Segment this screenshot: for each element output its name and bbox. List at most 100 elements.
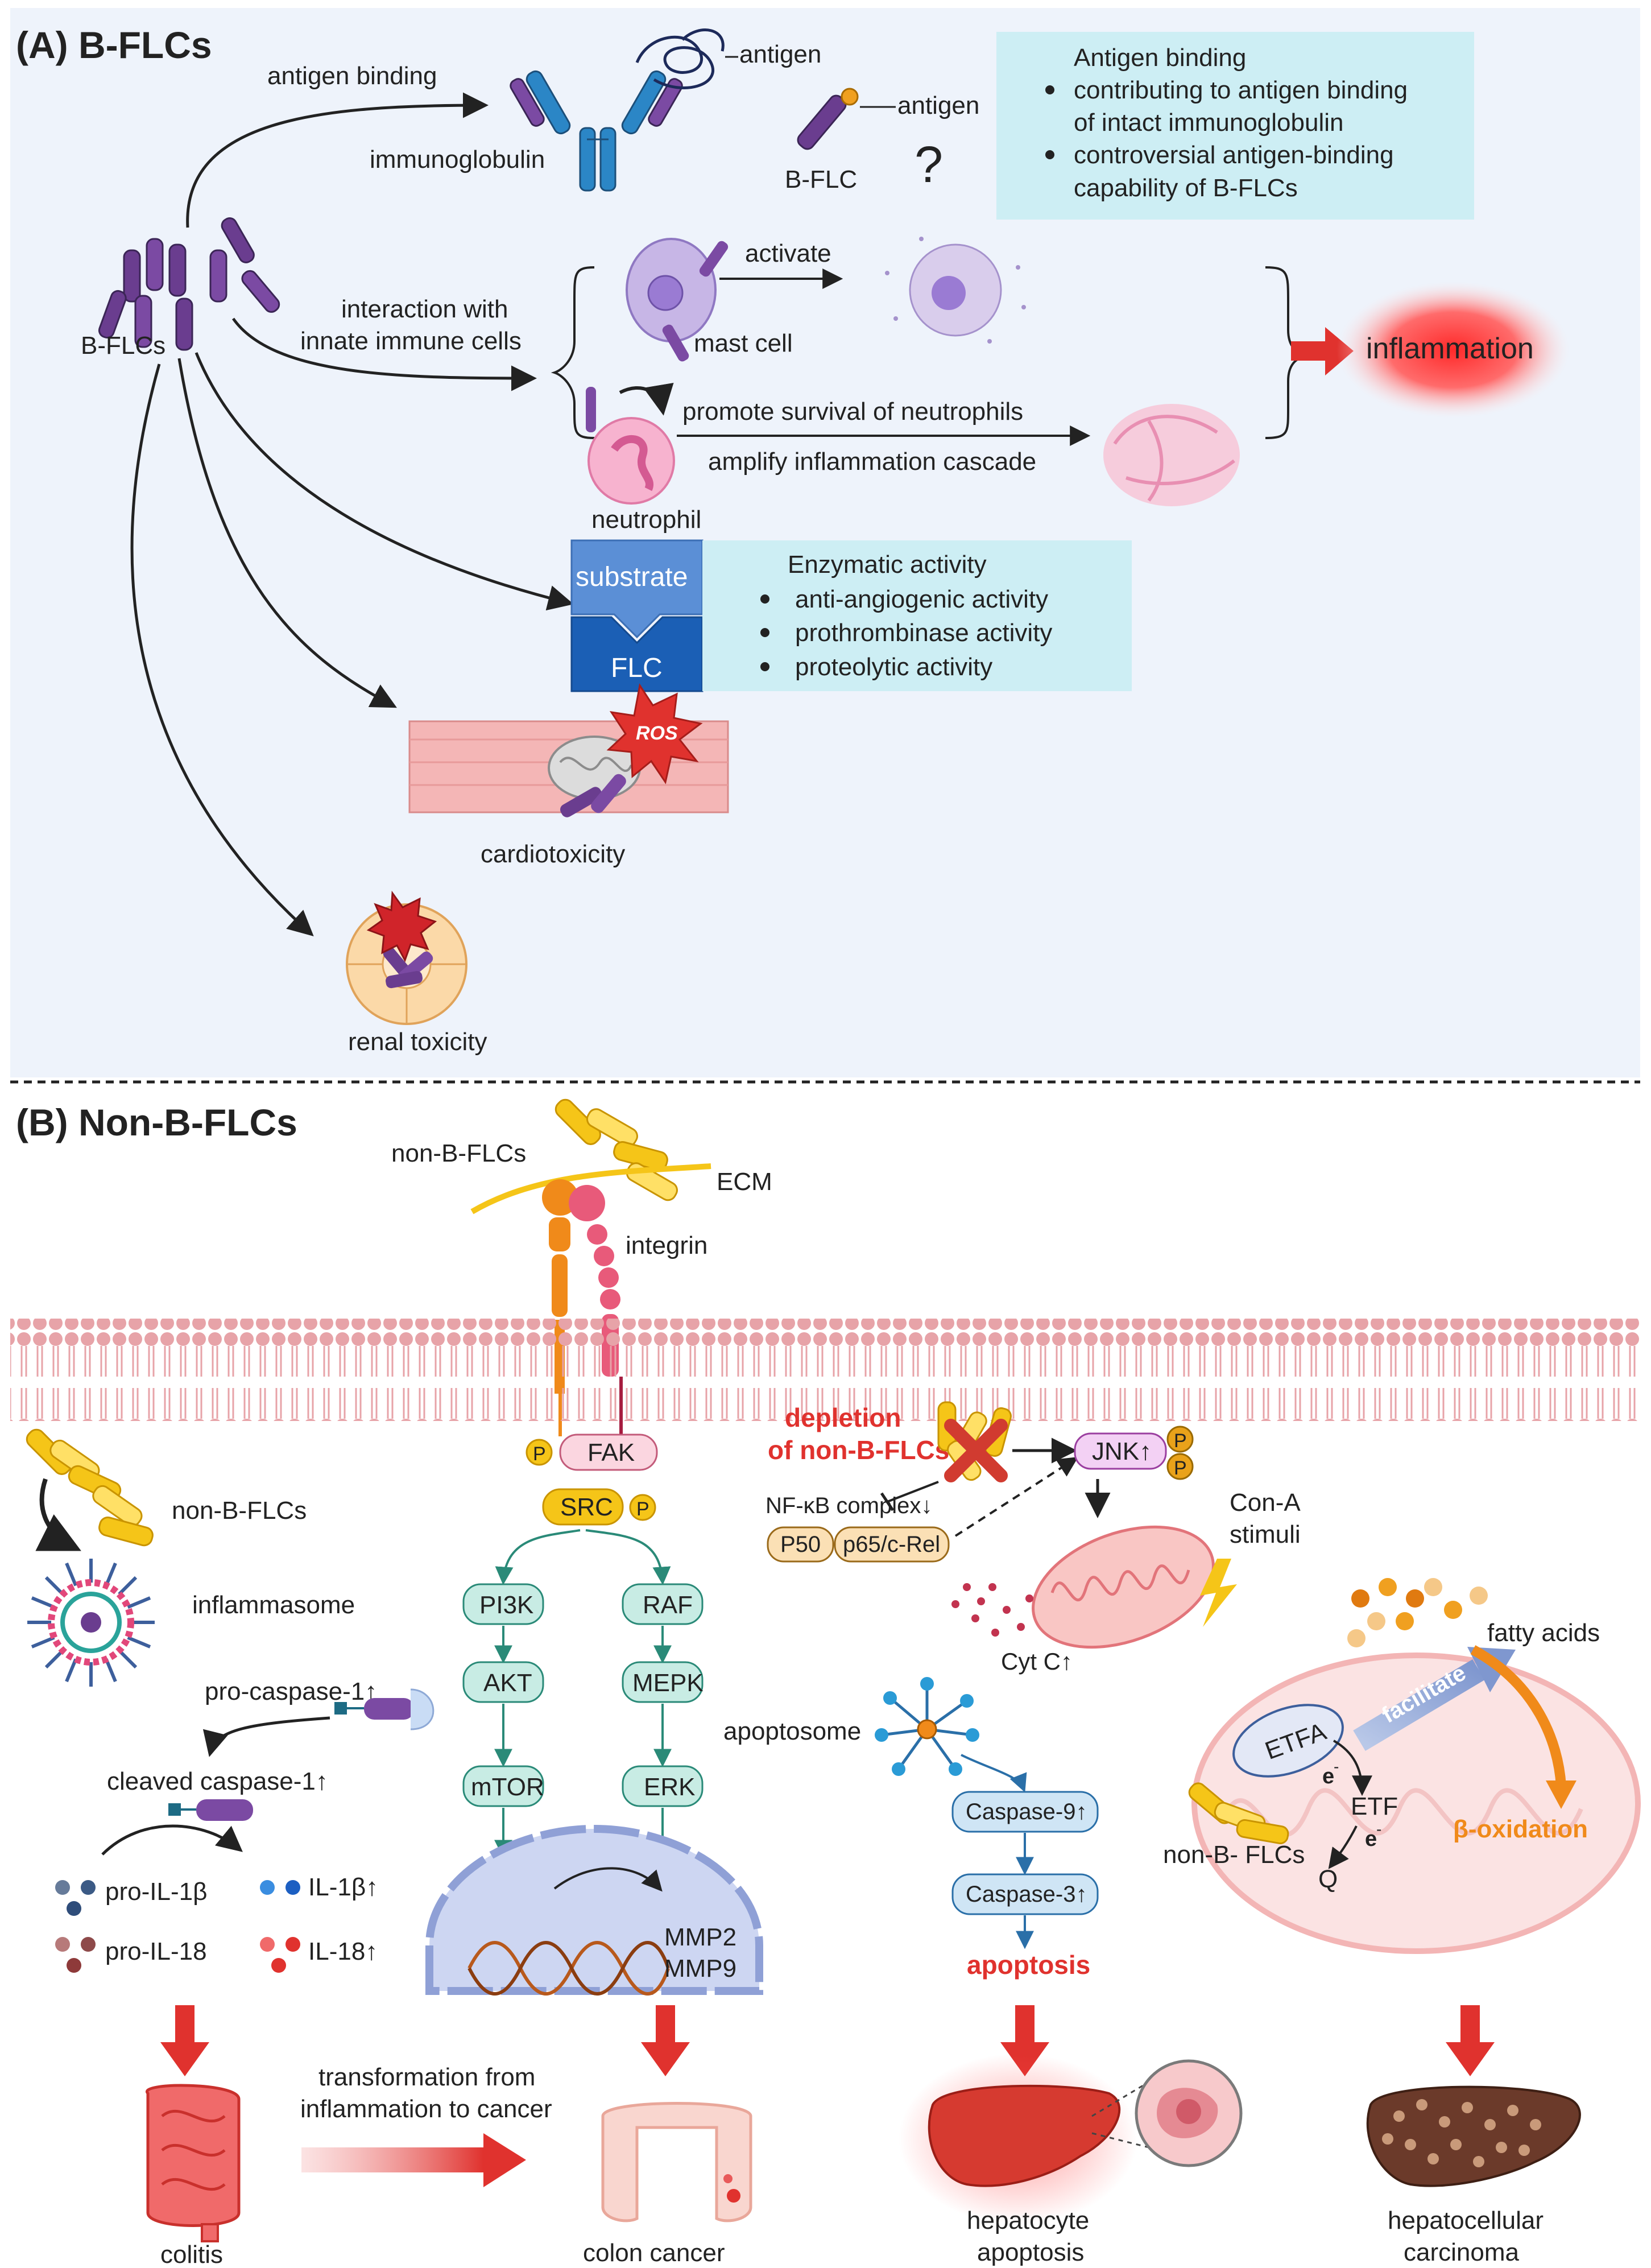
nonbflcs-right-label: non-B- FLCs (1163, 1841, 1305, 1869)
immunoglobulin-icon (510, 70, 683, 192)
mast-cell-icon (626, 238, 729, 362)
renal-toxicity-label: renal toxicity (348, 1028, 487, 1056)
apoptosome-icon (875, 1677, 979, 1776)
substrate-label: substrate (576, 562, 688, 592)
beta-ox-arrow-body (1470, 1645, 1566, 1787)
transformation-line2: inflammation to cancer (300, 2095, 552, 2123)
e-sup-2: - (1376, 1820, 1381, 1838)
antigen-box-bullet1-line1: contributing to antigen binding (1074, 76, 1408, 104)
transformation-line1: transformation from (318, 2063, 535, 2091)
cleaved-caspase-icon (168, 1799, 253, 1821)
transformation-arrow (301, 2133, 526, 2187)
cell-membrane (10, 1319, 1640, 1421)
nonbflc-left-cluster (26, 1428, 154, 1547)
arrow-src-pi3k (495, 1529, 581, 1585)
jnk-p-label-2: P (1174, 1457, 1187, 1479)
mtor-label: mTOR (471, 1773, 544, 1801)
cardiotoxicity-label: cardiotoxicity (481, 840, 625, 868)
caspase9-node (951, 1791, 1099, 1833)
fak-label: FAK (587, 1439, 635, 1466)
panel-a-title: (A) B-FLCs (16, 24, 212, 66)
erk-node (622, 1765, 704, 1807)
arrow-etfa-etf (1333, 1740, 1372, 1796)
left-brace (551, 266, 595, 439)
colon-cancer-label: colon cancer (583, 2239, 725, 2267)
cona-line2: stimuli (1230, 1521, 1301, 1548)
e-label-2: e (1365, 1827, 1377, 1851)
antigen-box-title: Antigen binding (1074, 44, 1246, 72)
caspase3-node (951, 1873, 1099, 1915)
cona-line1: Con-A (1230, 1489, 1301, 1517)
depletion-line1: depletion (785, 1403, 901, 1432)
neutrophil-label: neutrophil (591, 506, 701, 534)
enzymatic-item3: proteolytic activity (795, 653, 992, 681)
pi3k-label: PI3K (479, 1591, 533, 1619)
enzymatic-item2: prothrombinase activity (795, 619, 1052, 647)
red-down-arrow-hcc (1446, 2005, 1495, 2076)
il18-dots (260, 1937, 300, 1973)
enzymatic-info-box (702, 540, 1132, 691)
inflamed-intestine-icon (146, 2084, 241, 2242)
pi3k-node (462, 1583, 544, 1625)
src-p-badge (629, 1494, 656, 1521)
mmp9-label: MMP9 (664, 1955, 736, 1982)
bflc-cluster (98, 217, 280, 351)
il1b-dots (260, 1880, 300, 1895)
jnk-p-badge-2 (1166, 1453, 1194, 1480)
apoptosome-label: apoptosome (723, 1717, 861, 1745)
pro-caspase-label: pro-caspase-1↑ (205, 1678, 377, 1705)
arrow-apoptosome-caspase9 (961, 1754, 1027, 1792)
curved-arrow-to-neutrophil (619, 382, 674, 416)
colitis-label: colitis (160, 2241, 223, 2268)
inflammation-label: inflammation (1366, 332, 1534, 365)
hep-apop-line1: hepatocyte (967, 2207, 1089, 2234)
mmp2-label: MMP2 (664, 1923, 736, 1951)
mepk-node (622, 1661, 704, 1703)
caspase9-label: Caspase-9↑ (966, 1799, 1087, 1824)
bflc-single-icon (797, 88, 859, 150)
fatty-acid-dots (1347, 1578, 1488, 1647)
promote-label: promote survival of neutrophils (682, 398, 1023, 425)
src-p-label: P (636, 1498, 649, 1520)
inflammasome-label: inflammasome (192, 1591, 355, 1619)
arrow-etf-q (1328, 1825, 1358, 1869)
ros-label: ROS (636, 722, 678, 744)
jnk-node (1074, 1432, 1167, 1470)
akt-node (462, 1661, 544, 1703)
inhibit-line (887, 1481, 939, 1503)
etf-label: ETF (1351, 1792, 1398, 1820)
cyt-c-dots (951, 1583, 1033, 1637)
facilitate-arrow-body (1353, 1659, 1485, 1751)
erk-label: ERK (644, 1773, 695, 1801)
fatty-acids-label: fatty acids (1487, 1619, 1600, 1647)
neutrophil-icon (587, 417, 675, 505)
interaction-line2: innate immune cells (300, 327, 522, 355)
fak-node (559, 1433, 658, 1471)
cross-icon (944, 1419, 1008, 1482)
pro-il1b-label: pro-IL-1β (105, 1878, 207, 1906)
hepatocyte-zoom-icon (1135, 2059, 1243, 2167)
net-icon (1103, 404, 1240, 506)
antigen-icon (635, 28, 725, 89)
p50-label: P50 (780, 1532, 821, 1557)
beta-ox-arrow-head (1546, 1780, 1576, 1809)
p50-node (767, 1526, 834, 1563)
jnk-p-label-1: P (1174, 1430, 1187, 1452)
pro-il18-dots (55, 1937, 96, 1973)
arrow-src-raf (585, 1529, 671, 1585)
cardiomyocyte-icon (408, 720, 729, 817)
e-label-1: e (1322, 1765, 1334, 1788)
src-node (542, 1488, 624, 1526)
hcc-line2: carcinoma (1404, 2238, 1519, 2266)
renal-tubule-icon (346, 903, 467, 1025)
beta-ox-label: β-oxidation (1453, 1815, 1588, 1843)
enzymatic-item1: anti-angiogenic activity (795, 585, 1048, 613)
red-down-arrow-colitis (160, 2005, 209, 2076)
bflcs-label: B-FLCs (81, 332, 165, 360)
activated-mast-cell-icon (885, 237, 1026, 344)
antigen-label-2: antigen (897, 92, 979, 119)
lightning-icon (1200, 1559, 1237, 1627)
flc-label: FLC (611, 653, 663, 683)
amplify-label: amplify inflammation cascade (708, 448, 1036, 476)
